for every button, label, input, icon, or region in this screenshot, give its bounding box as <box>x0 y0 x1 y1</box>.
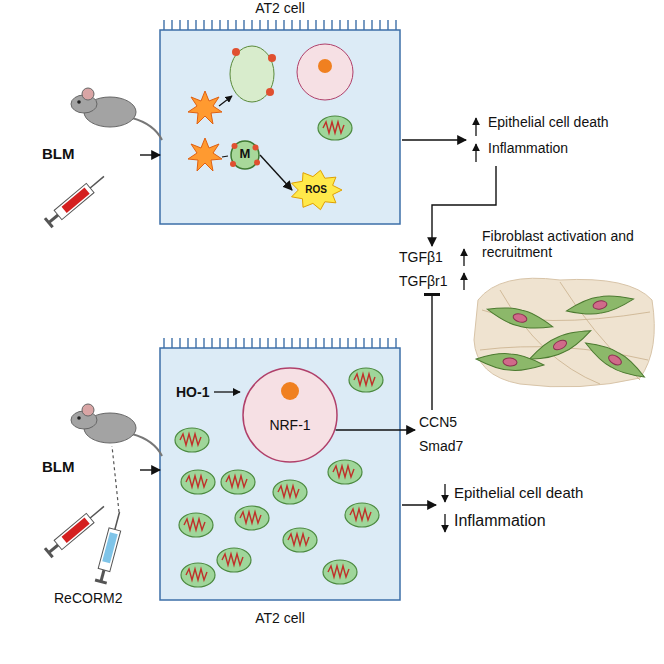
diagram-node: AT2 cell NRF-1 <box>160 338 402 638</box>
node-text: AT2 cell <box>160 610 400 626</box>
node-text: TGFβ1 <box>399 249 443 265</box>
node-text: CCN5 <box>419 414 457 430</box>
diagram-node: Epithelial cell deathInflammation <box>466 112 656 166</box>
node-text: Fibroblast activation and recruitment <box>482 228 658 260</box>
vesicle-dot <box>230 161 236 167</box>
vesicle-dot <box>253 145 259 151</box>
diagram-node: CCN5Smad7 <box>415 410 475 458</box>
node-text: Inflammation <box>454 512 546 530</box>
node-text: BLM <box>42 145 75 162</box>
diagram-node: BLM <box>40 85 140 225</box>
node-text: BLM <box>42 458 75 475</box>
diagram-node: Epithelial cell deathInflammation <box>436 482 656 542</box>
node-text: Inflammation <box>488 140 568 156</box>
protein-label: HO-1 <box>176 384 209 400</box>
vesicle-dot <box>254 160 260 166</box>
arrow-connector <box>140 154 160 155</box>
organelle-circle: M <box>230 140 260 170</box>
node-text: M <box>230 147 260 162</box>
inhibition-connector <box>431 294 432 410</box>
diagram-node: AT2 cellM ROS <box>160 0 402 224</box>
diagram-node: TGFβ1TGFβr1 <box>395 246 455 294</box>
vesicle-dot <box>232 143 238 149</box>
ros-burst: ROS <box>290 170 342 210</box>
arrow-connector <box>402 504 436 505</box>
arrow-connector <box>140 469 160 470</box>
node-text: TGFβr1 <box>399 273 448 289</box>
node-text: NRF-1 <box>242 417 338 433</box>
node-text: Smad7 <box>419 438 463 454</box>
diagram-node: BLM ReCORM2 <box>40 400 140 610</box>
outline <box>231 141 259 169</box>
arrow-connector <box>260 155 292 190</box>
arrow-connector <box>336 429 415 430</box>
node-outline <box>242 367 338 463</box>
nucleolus <box>281 382 299 400</box>
node-text: ROS <box>290 184 342 196</box>
node-text: ReCORM2 <box>54 590 122 606</box>
diagram-node: Fibroblast activation and recruitment <box>482 228 660 274</box>
organelle-circle: NRF-1 <box>242 367 338 463</box>
node-text: Epithelial cell death <box>454 484 583 501</box>
arrow-connector <box>432 166 496 246</box>
arrow-connector <box>402 139 466 140</box>
outline <box>243 368 337 462</box>
node-text: AT2 cell <box>160 0 400 16</box>
node-text: Epithelial cell death <box>488 114 609 130</box>
